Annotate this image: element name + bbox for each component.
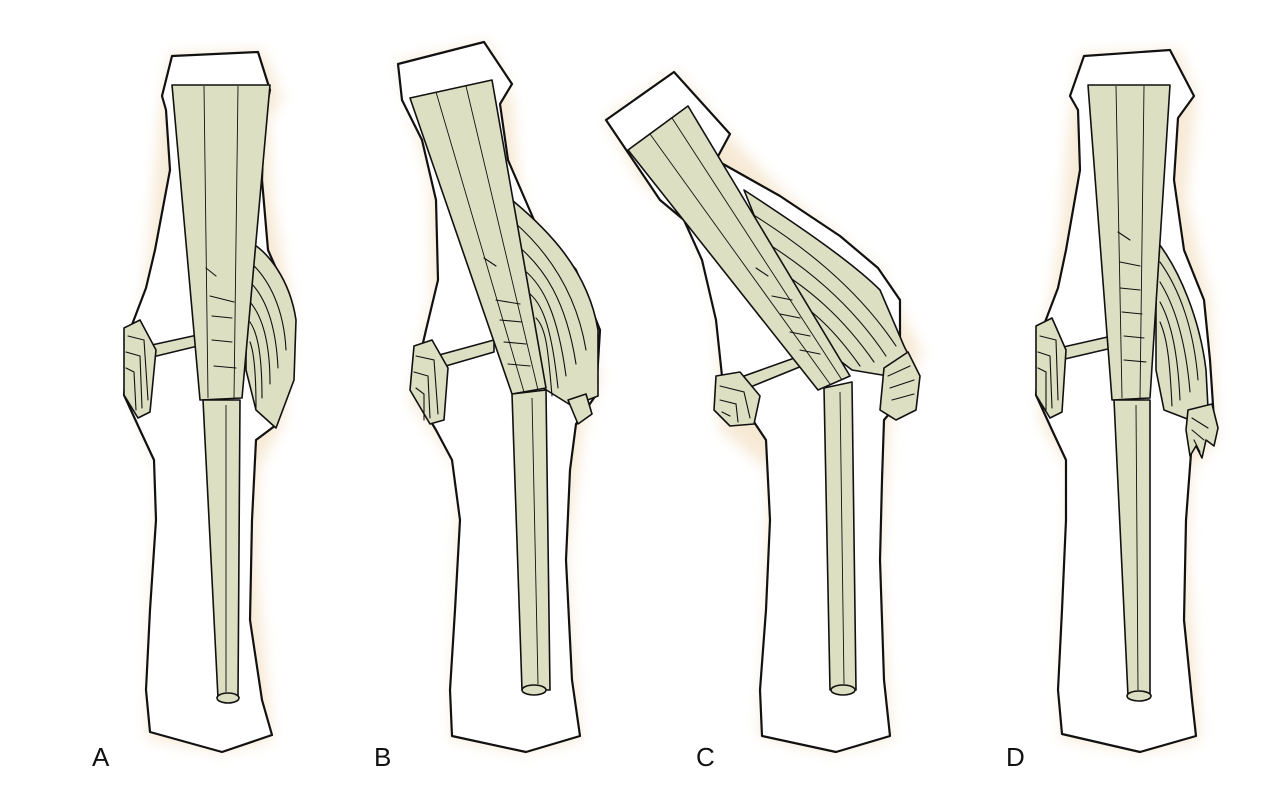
panel-b-right-ligament-stub (567, 393, 593, 425)
panel-d-ruptured-band-fibers (1191, 417, 1209, 453)
panel-a-lateral-band (245, 239, 297, 429)
panel-d: D (1006, 48, 1219, 772)
panel-b-distal-rod (511, 389, 551, 691)
panel-c-right-ligament-fibers (887, 365, 915, 401)
panel-d-lateral-band-fibers (1159, 261, 1199, 407)
panel-d-left-ligament-fibers (1037, 335, 1059, 411)
panel-d-central-tendon (1087, 84, 1171, 401)
panel-c-distal-rod (823, 381, 857, 691)
panel-a-central-tendon (171, 84, 271, 401)
panel-c-label: C (696, 742, 715, 772)
panel-d-rod-end (1126, 690, 1152, 702)
panel-c-left-ligament-fibers (719, 385, 751, 423)
panel-a-lateral-band-fibers (249, 261, 287, 409)
panel-b-left-ligament-fibers (413, 355, 439, 421)
panel-b-lateral-band-fibers (513, 221, 587, 397)
panel-c-central-tendon (627, 105, 851, 391)
panel-a-label: A (92, 742, 110, 772)
panel-d-label: D (1006, 742, 1025, 772)
panel-c-right-ligament (879, 351, 921, 421)
panel-a-rod-end (216, 692, 240, 704)
panel-d-ruptured-band-end (1185, 403, 1219, 459)
panel-b-left-ligament (409, 339, 449, 425)
panel-c-rod-end (830, 684, 856, 696)
panel-b-bone-outline (396, 40, 602, 754)
panel-c: C (604, 70, 922, 772)
panel-d-central-tendon-lines (1115, 85, 1147, 399)
panel-b-rod-end (521, 684, 547, 696)
panel-a: A (92, 50, 297, 772)
panel-b: B (374, 40, 602, 772)
panel-b-central-tendon (409, 79, 547, 395)
panel-a-central-tendon-lines (203, 85, 239, 399)
panel-b-central-tendon-lines (435, 85, 539, 393)
panel-b-lateral-band (511, 199, 599, 407)
panel-a-left-ligament-fibers (125, 335, 149, 411)
panel-c-central-tendon-lines (649, 117, 843, 385)
panel-b-label: B (374, 742, 391, 772)
